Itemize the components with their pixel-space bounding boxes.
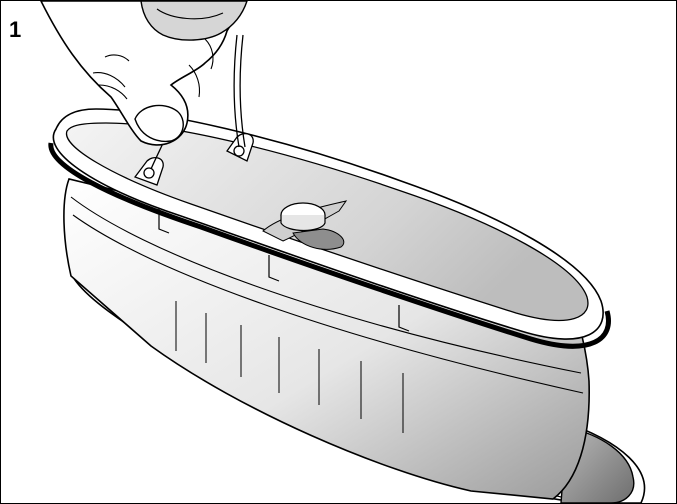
- tank-body: [63, 178, 590, 500]
- step-number: 1: [9, 17, 22, 42]
- float-valve: [262, 200, 348, 250]
- carry-handle: [133, 34, 254, 186]
- hand-icon: [40, 1, 248, 146]
